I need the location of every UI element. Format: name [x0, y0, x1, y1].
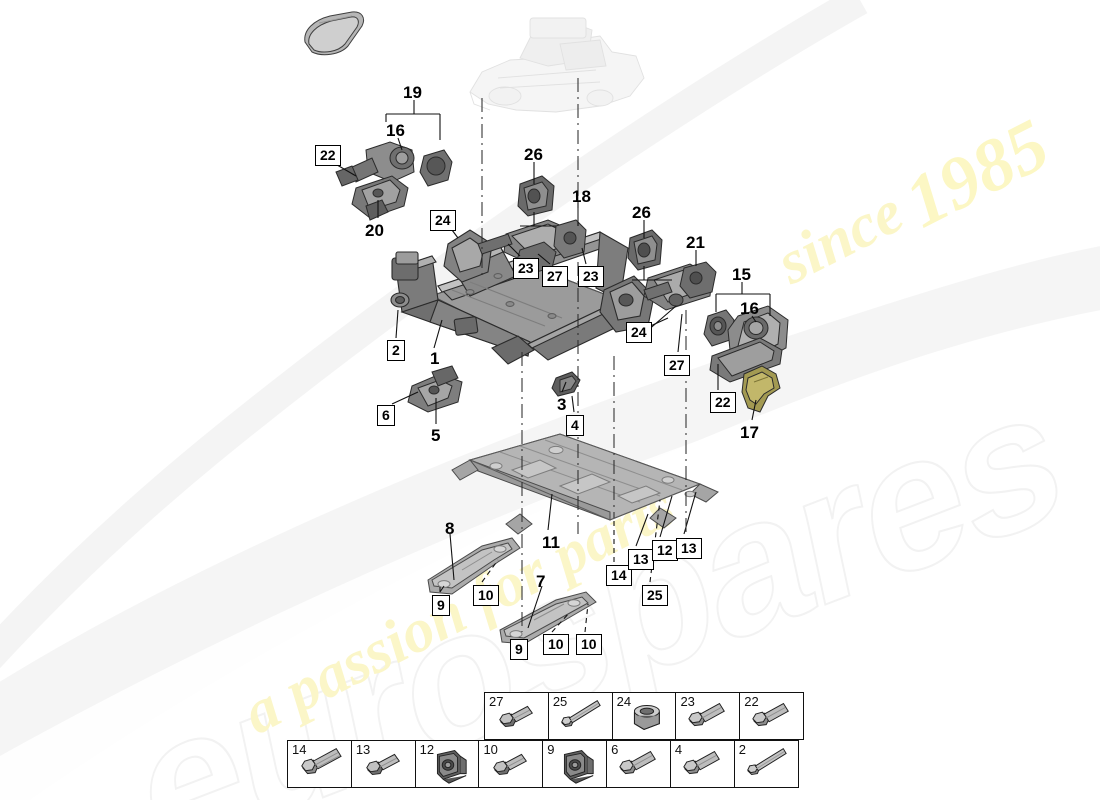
callout-20: 20 — [365, 221, 384, 240]
callout-22-right: 22 — [710, 392, 736, 413]
legend-cell-12[interactable]: 12 — [414, 740, 480, 788]
callout-24-left: 24 — [430, 210, 456, 231]
legend-number-10: 10 — [483, 742, 498, 757]
callout-24-right: 24 — [626, 322, 652, 343]
callout-16-right: 16 — [740, 299, 759, 318]
legend-number-14: 14 — [292, 742, 307, 757]
callout-1: 1 — [430, 349, 440, 368]
callout-27-b: 27 — [664, 355, 690, 376]
callout-13-a: 13 — [628, 549, 654, 570]
bolt-thin-long-icon — [735, 741, 798, 787]
legend-number-23: 23 — [680, 694, 695, 709]
callout-26-left: 26 — [524, 145, 543, 164]
callout-27-a: 27 — [542, 266, 568, 287]
bushing-sleeve-icon — [613, 693, 676, 739]
callout-2: 2 — [387, 340, 405, 361]
legend-cell-2[interactable]: 2 — [733, 740, 799, 788]
legend-cell-9[interactable]: 9 — [542, 740, 608, 788]
callout-12: 12 — [652, 540, 678, 561]
bolt-flange-medium-icon — [676, 693, 739, 739]
bolt-flange-long-icon — [288, 741, 351, 787]
callout-8: 8 — [445, 519, 455, 538]
callout-10-a: 10 — [473, 585, 499, 606]
callout-10-c: 10 — [576, 634, 602, 655]
legend-row-bottom: 14 13 12 10 9 6 4 2 — [287, 740, 799, 788]
legend-cell-13[interactable]: 13 — [350, 740, 416, 788]
legend-number-27: 27 — [489, 694, 504, 709]
callout-23-b: 23 — [578, 266, 604, 287]
legend-number-13: 13 — [355, 742, 371, 757]
bolt-flange-medium-icon — [671, 741, 734, 787]
callout-6: 6 — [377, 405, 395, 426]
callout-15: 15 — [732, 265, 751, 284]
legend-cell-14[interactable]: 14 — [287, 740, 352, 788]
legend-cell-4[interactable]: 4 — [669, 740, 735, 788]
legend-cell-24[interactable]: 24 — [611, 692, 677, 740]
cage-nut-icon — [543, 741, 606, 787]
legend-number-2: 2 — [738, 742, 746, 757]
bolt-flange-medium-icon — [740, 693, 803, 739]
callout-21: 21 — [686, 233, 705, 252]
callout-7: 7 — [536, 572, 546, 591]
bolt-flange-short-icon — [485, 693, 548, 739]
legend-cell-27[interactable]: 27 — [484, 692, 549, 740]
legend-cell-25[interactable]: 25 — [547, 692, 613, 740]
legend-number-25: 25 — [552, 694, 568, 709]
bolt-flange-short-icon — [479, 741, 542, 787]
callout-16-left: 16 — [386, 121, 405, 140]
callout-22-left: 22 — [315, 145, 341, 166]
bolt-thin-long-icon — [549, 693, 612, 739]
legend-number-24: 24 — [616, 694, 632, 709]
callout-10-b: 10 — [543, 634, 569, 655]
callout-19: 19 — [403, 83, 422, 102]
legend-cell-10[interactable]: 10 — [478, 740, 544, 788]
legend-number-22: 22 — [744, 694, 759, 709]
legend-number-4: 4 — [674, 742, 683, 757]
callout-5: 5 — [431, 426, 441, 445]
callout-9-b: 9 — [510, 639, 528, 660]
callout-11: 11 — [542, 533, 560, 552]
legend-number-6: 6 — [611, 742, 619, 757]
callout-3: 3 — [557, 395, 567, 414]
legend-cell-23[interactable]: 23 — [675, 692, 741, 740]
legend-row-top: 27 25 24 23 22 — [484, 692, 805, 740]
callout-17: 17 — [740, 423, 759, 442]
cage-nut-icon — [416, 741, 479, 787]
legend-cell-22[interactable]: 22 — [739, 692, 805, 740]
callout-9-a: 9 — [432, 595, 450, 616]
callout-25: 25 — [642, 585, 668, 606]
bolt-flange-short-icon — [352, 741, 415, 787]
callout-13-b: 13 — [676, 538, 702, 559]
callout-4: 4 — [566, 415, 584, 436]
legend-number-12: 12 — [419, 742, 435, 757]
callout-23-a: 23 — [513, 258, 539, 279]
callout-14: 14 — [606, 565, 632, 586]
callout-26-right: 26 — [632, 203, 651, 222]
callout-18: 18 — [572, 187, 591, 206]
legend-cell-6[interactable]: 6 — [606, 740, 672, 788]
legend-number-9: 9 — [547, 742, 555, 757]
bolt-flange-medium-icon — [607, 741, 670, 787]
